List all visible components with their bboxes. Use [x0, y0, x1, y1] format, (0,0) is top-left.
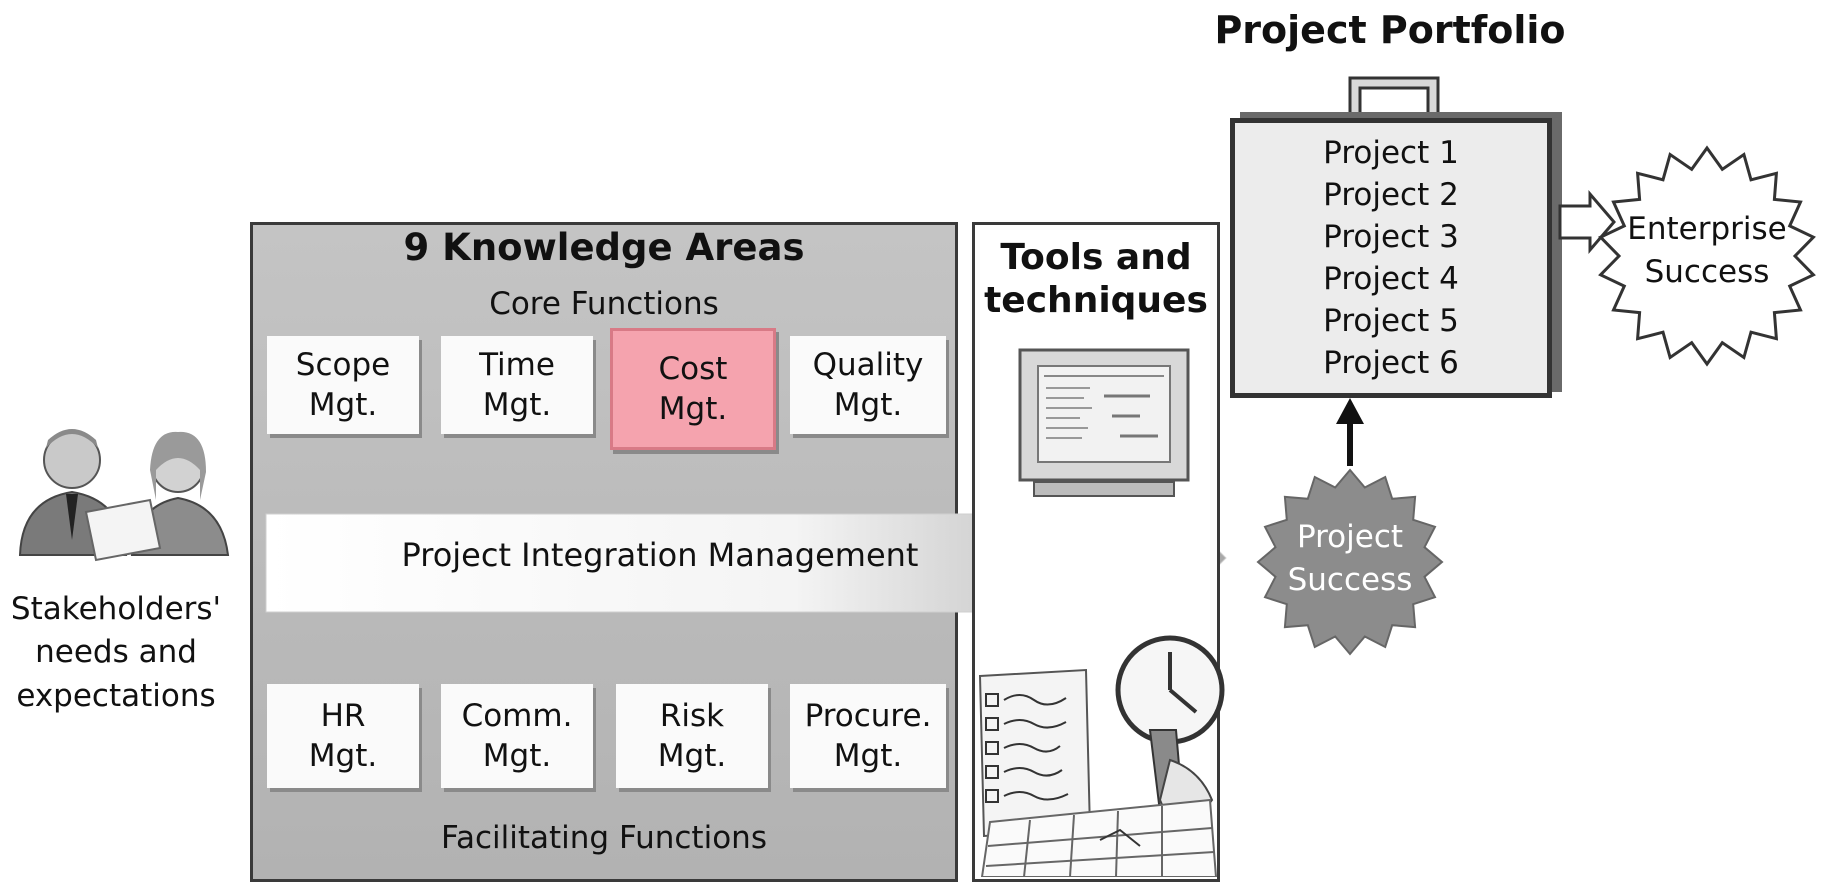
- project-success-line2: Success: [1287, 562, 1413, 599]
- portfolio-briefcase: [1230, 118, 1552, 398]
- portfolio-project: Project 3: [1323, 219, 1459, 255]
- ka-line2: Mgt.: [657, 738, 727, 774]
- stakeholders-line1: Stakeholders': [10, 591, 222, 627]
- tools-title-line1: Tools and: [1000, 237, 1192, 278]
- facilitating-functions-label: Facilitating Functions: [441, 820, 767, 856]
- stakeholders-line2: needs and: [35, 634, 197, 671]
- ka-line1: Cost: [658, 350, 728, 387]
- portfolio-project: Project 5: [1323, 303, 1459, 339]
- ka-line1: Scope: [295, 346, 391, 383]
- project-success-label: Project Success: [1248, 516, 1452, 603]
- tools-title-line2: techniques: [984, 280, 1208, 322]
- knowledge-areas-title: 9 Knowledge Areas: [403, 226, 805, 269]
- portfolio-title: Project Portfolio: [1214, 8, 1566, 52]
- ka-line1: Risk: [659, 697, 725, 734]
- enterprise-success-line2: Success: [1644, 254, 1770, 291]
- portfolio-project: Project 1: [1323, 135, 1459, 171]
- portfolio-project: Project 2: [1323, 177, 1459, 213]
- ka-procure-mgt: Procure. Mgt.: [790, 684, 946, 788]
- project-success-line1: Project: [1296, 519, 1404, 555]
- enterprise-success-label: Enterprise Success: [1600, 208, 1814, 295]
- integration-label: Project Integration Management: [401, 536, 919, 574]
- ka-line1: Comm.: [461, 697, 573, 734]
- ka-line1: Procure.: [804, 697, 932, 734]
- stakeholders-people-icon: [18, 429, 230, 562]
- tools-title: Tools and techniques: [972, 236, 1220, 322]
- ka-comm-mgt: Comm. Mgt.: [441, 684, 593, 788]
- ka-line1: HR: [320, 697, 366, 734]
- ka-line2: Mgt.: [833, 738, 903, 774]
- ka-line2: Mgt.: [308, 738, 378, 774]
- ka-hr-mgt: HR Mgt.: [267, 684, 419, 788]
- enterprise-success-line1: Enterprise: [1627, 211, 1787, 247]
- portfolio-project-list: Project 1 Project 2 Project 3 Project 4 …: [1230, 132, 1552, 384]
- ka-line2: Mgt.: [308, 387, 378, 423]
- ka-line2: Mgt.: [833, 387, 903, 423]
- ka-line2: Mgt.: [482, 738, 552, 774]
- portfolio-project: Project 4: [1323, 261, 1459, 297]
- core-functions-label: Core Functions: [489, 286, 719, 322]
- stakeholders-label: Stakeholders' needs and expectations: [0, 588, 232, 718]
- ka-line2: Mgt.: [482, 387, 552, 423]
- ka-line2: Mgt.: [658, 391, 728, 427]
- stakeholders-line3: expectations: [16, 677, 216, 714]
- ka-line1: Quality: [812, 346, 924, 383]
- portfolio-project: Project 6: [1323, 345, 1459, 381]
- ka-line1: Time: [479, 346, 555, 383]
